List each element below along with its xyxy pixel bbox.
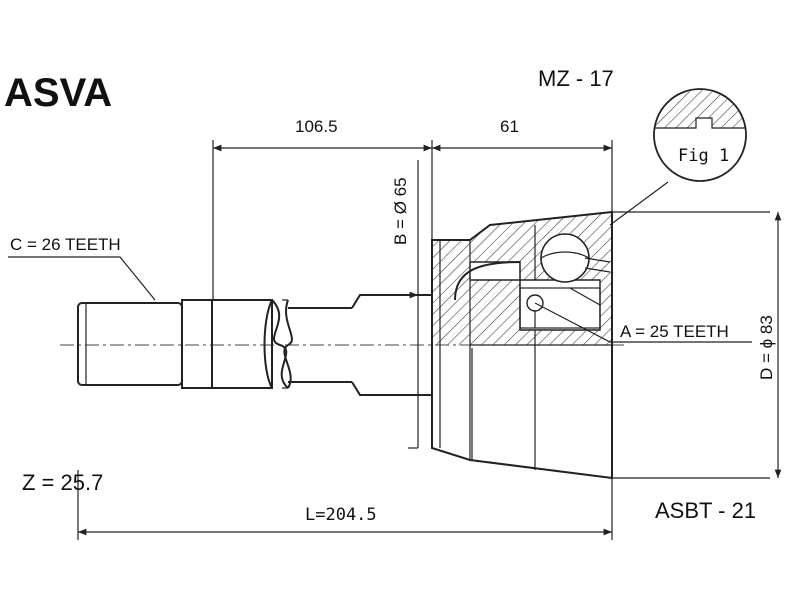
a-teeth-label: A = 25 TEETH	[620, 322, 729, 341]
c-teeth-label: C = 26 TEETH	[10, 235, 121, 254]
fig-1-detail: Fig 1	[609, 88, 747, 226]
joint-housing	[431, 210, 613, 480]
fig-label: Fig 1	[678, 146, 729, 166]
shaft-break	[263, 299, 293, 389]
brand-logo: ASVA	[4, 71, 112, 115]
z-value-label: Z = 25.7	[22, 470, 103, 495]
part-number: MZ - 17	[538, 66, 614, 91]
dimension-106-5: 106.5	[295, 117, 338, 136]
c-teeth-leader	[8, 256, 156, 301]
a-teeth-leader	[534, 302, 752, 343]
diameter-b-label: B = Ø 65	[391, 177, 410, 245]
reference-number: ASBT - 21	[655, 498, 756, 523]
shaft-spline-end	[77, 299, 273, 389]
dimension-61: 61	[500, 117, 519, 136]
diameter-d-label: D = ϕ 83	[757, 315, 776, 380]
total-length-label: L=204.5	[305, 505, 377, 525]
shaft-body	[288, 294, 432, 396]
